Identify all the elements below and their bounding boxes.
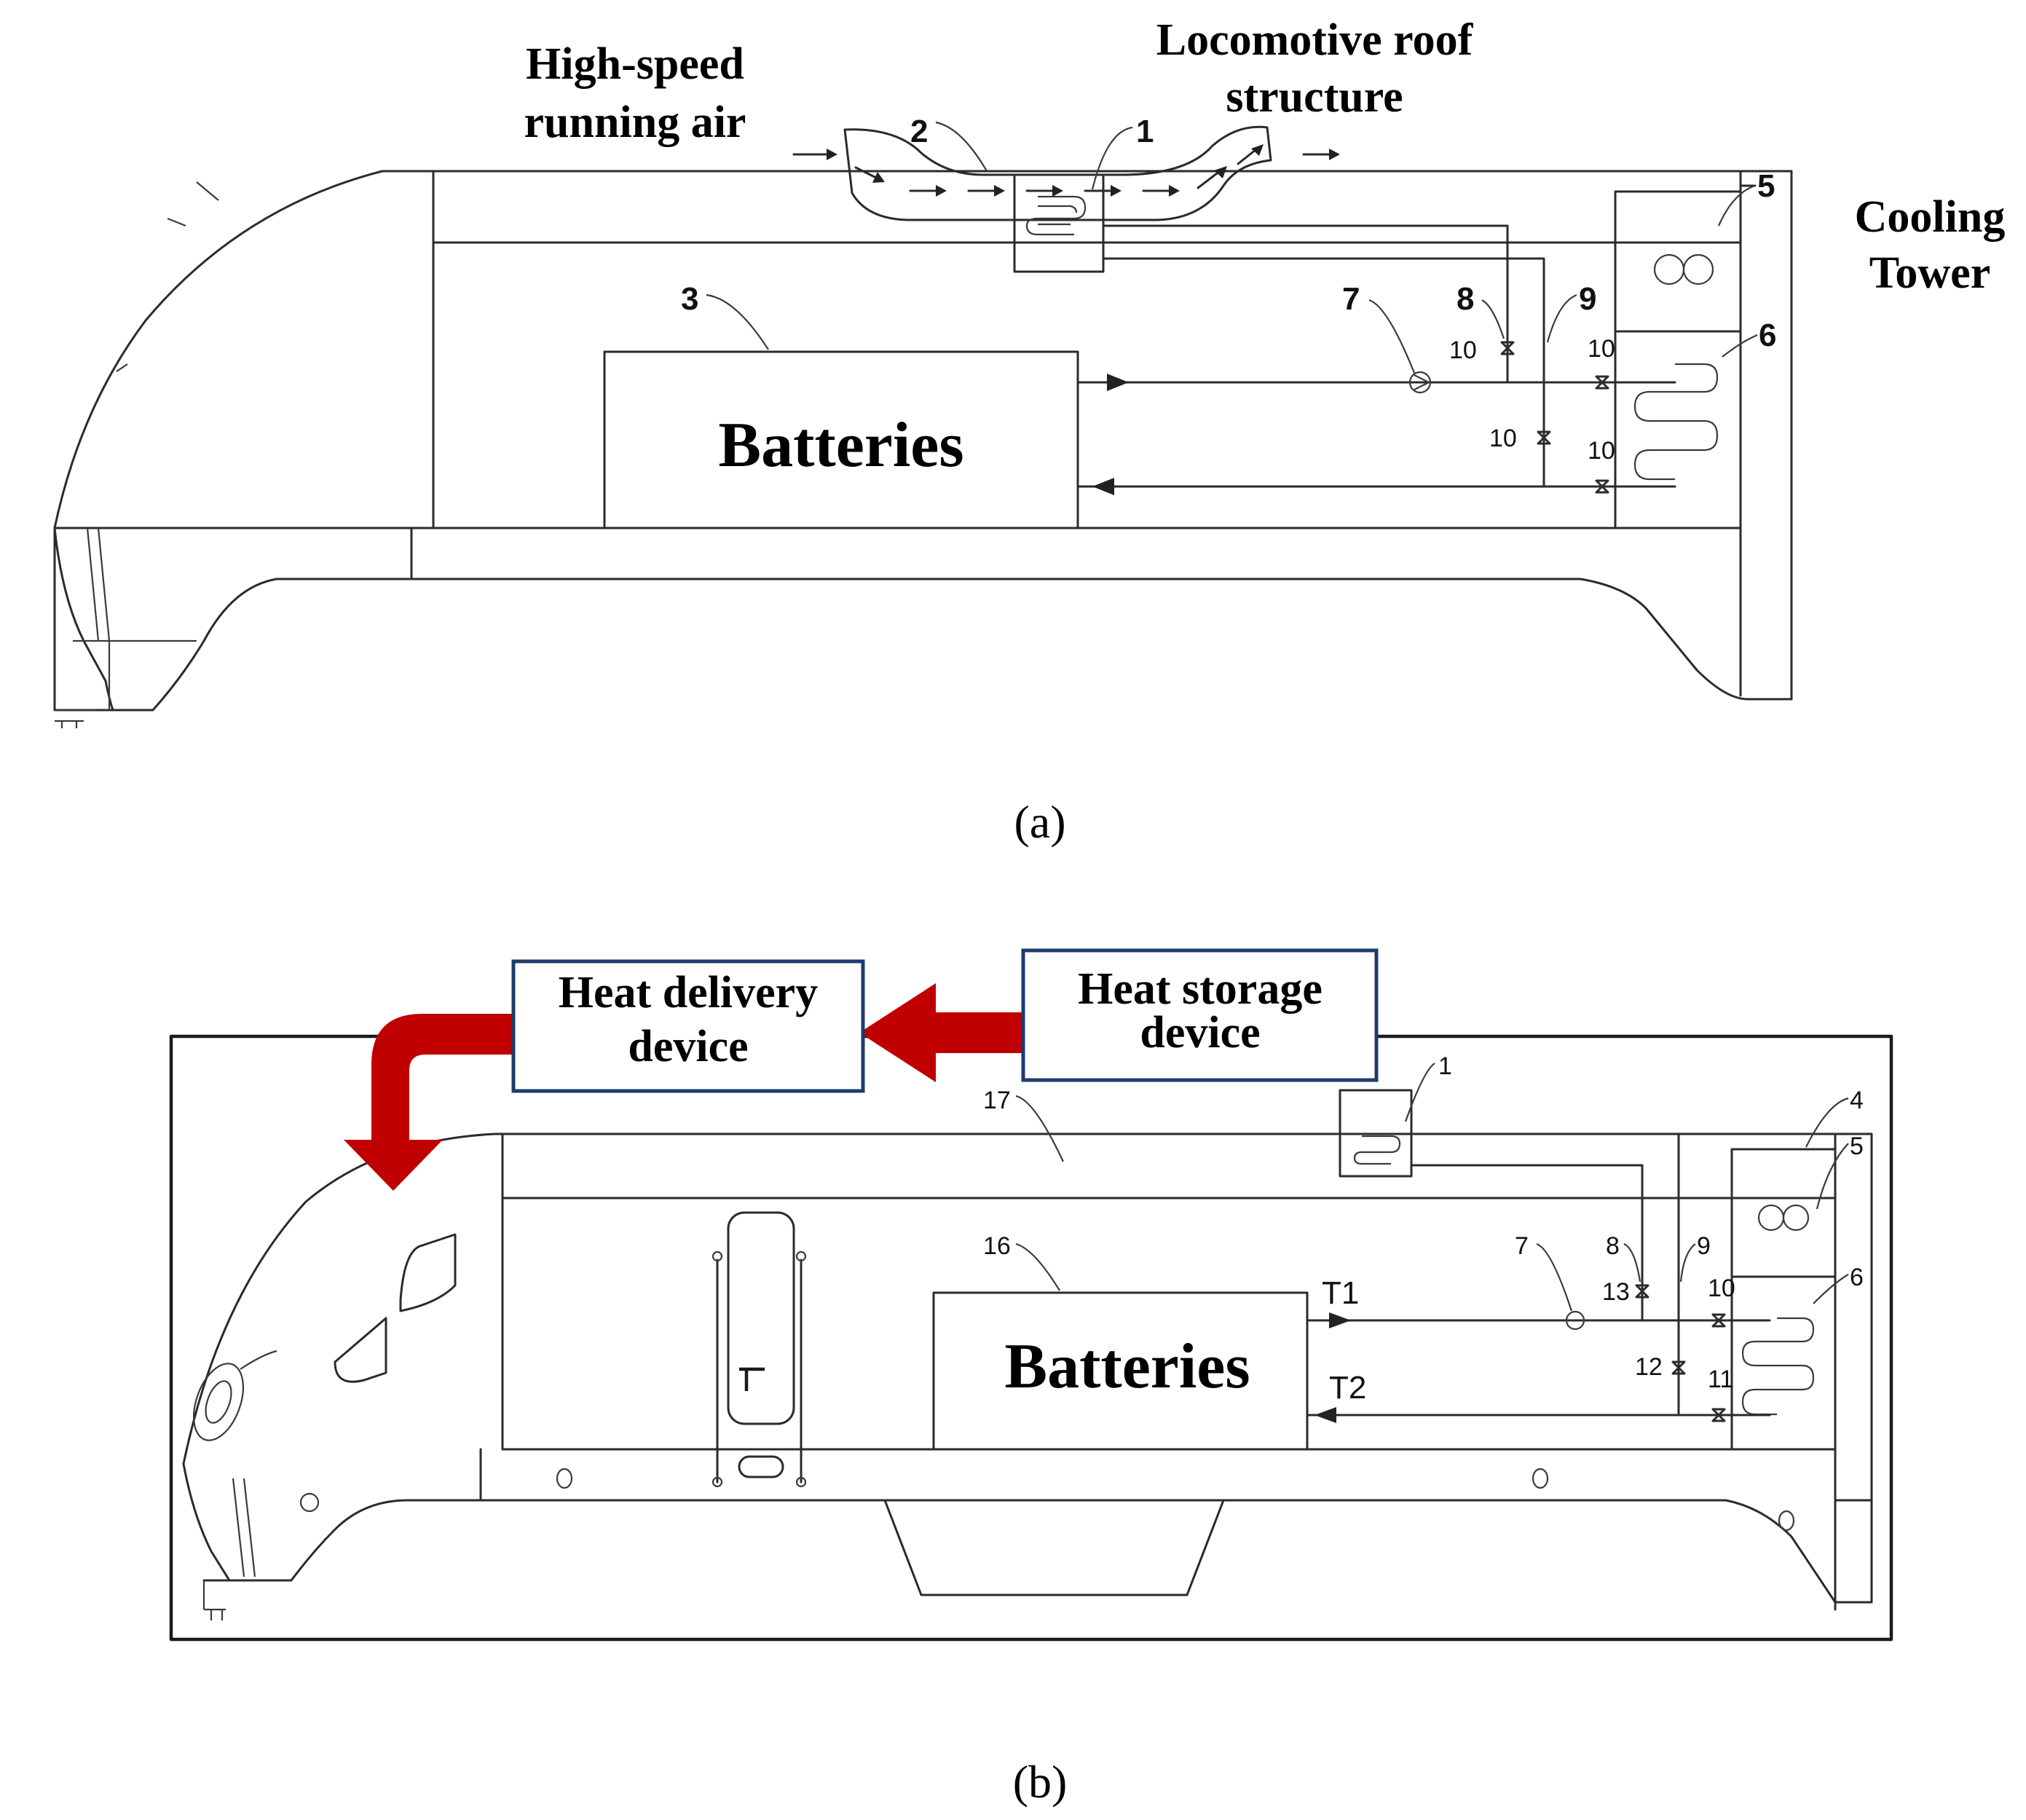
callouts-a: 2 1 3 5 6 7 8 9 10 10 10 10 xyxy=(681,114,1776,465)
callout-16-b: 16 xyxy=(983,1232,1011,1260)
callout-5-a: 5 xyxy=(1757,168,1775,204)
callout-4-b: 4 xyxy=(1850,1087,1864,1114)
callout-8-a: 8 xyxy=(1457,281,1474,317)
callout-13-b: 13 xyxy=(1602,1278,1630,1306)
heat-delivery-line2: device xyxy=(628,1022,748,1071)
callout-7-a: 7 xyxy=(1342,281,1360,317)
label-cooling-2: Tower xyxy=(1869,248,1990,298)
callout-9-b: 9 xyxy=(1697,1232,1711,1260)
batteries-label-a: Batteries xyxy=(718,410,963,481)
red-arrow-left xyxy=(859,983,1023,1082)
cooling-tower-a xyxy=(1614,190,1742,529)
locomotive-body-a xyxy=(53,170,1793,728)
t2-label: T2 xyxy=(1329,1370,1366,1406)
callout-10-a-2: 10 xyxy=(1489,425,1517,452)
callout-1-b: 1 xyxy=(1438,1052,1452,1080)
heat-delivery-box: Heat delivery device xyxy=(511,959,865,1093)
heat-flow-arrows xyxy=(344,983,1023,1191)
label-high-speed-1: High-speed xyxy=(526,39,744,89)
label-roof-1: Locomotive roof xyxy=(1156,15,1474,65)
piping-b xyxy=(1306,1132,1771,1423)
label-cooling-1: Cooling xyxy=(1855,192,2006,242)
callout-3-a: 3 xyxy=(681,281,698,317)
panel-a: Batteries 2 xyxy=(53,15,2006,848)
duct-flow-arrows xyxy=(792,144,1340,197)
callout-8-b: 8 xyxy=(1606,1232,1620,1260)
panel-b: Batteries xyxy=(169,948,1893,1808)
caption-b: (b) xyxy=(1013,1756,1068,1808)
callout-12-b: 12 xyxy=(1635,1353,1663,1381)
callout-17-b: 17 xyxy=(983,1087,1011,1114)
locomotive-body-b xyxy=(182,1132,1873,1620)
label-roof-2: structure xyxy=(1226,72,1403,122)
piping-a xyxy=(1076,224,1676,495)
callout-2-a: 2 xyxy=(910,114,928,149)
heat-storage-box: Heat storage device xyxy=(1021,948,1379,1082)
callout-6-a: 6 xyxy=(1759,318,1776,353)
callout-6-b: 6 xyxy=(1850,1264,1864,1291)
red-arrow-down xyxy=(344,1014,513,1191)
caption-a: (a) xyxy=(1014,796,1065,848)
callout-1-a: 1 xyxy=(1136,114,1154,149)
cooling-tower-b xyxy=(1730,1148,1837,1451)
callout-10-a-1: 10 xyxy=(1449,336,1477,364)
callout-7-b: 7 xyxy=(1515,1232,1529,1260)
callouts-b: 17 1 4 5 6 7 8 9 10 11 12 13 16 T1 T2 xyxy=(983,1052,1864,1406)
heat-storage-line1: Heat storage xyxy=(1078,964,1323,1014)
callout-5-b: 5 xyxy=(1850,1132,1864,1160)
batteries-label-b: Batteries xyxy=(1004,1331,1250,1402)
callout-11-b: 11 xyxy=(1708,1366,1733,1393)
battery-box-a: Batteries xyxy=(603,350,1079,529)
heat-storage-line2: device xyxy=(1140,1008,1260,1057)
callout-10-a-3: 10 xyxy=(1588,335,1615,363)
valve-8-a xyxy=(1500,341,1515,355)
callout-10-b: 10 xyxy=(1708,1275,1735,1302)
callout-10-a-4: 10 xyxy=(1588,437,1615,465)
label-high-speed-2: running air xyxy=(524,98,746,147)
roof-air-duct xyxy=(843,125,1272,273)
battery-box-b: Batteries xyxy=(932,1291,1309,1451)
callout-9-a: 9 xyxy=(1579,281,1596,317)
t1-label: T1 xyxy=(1322,1275,1359,1311)
heat-delivery-line1: Heat delivery xyxy=(559,968,818,1017)
